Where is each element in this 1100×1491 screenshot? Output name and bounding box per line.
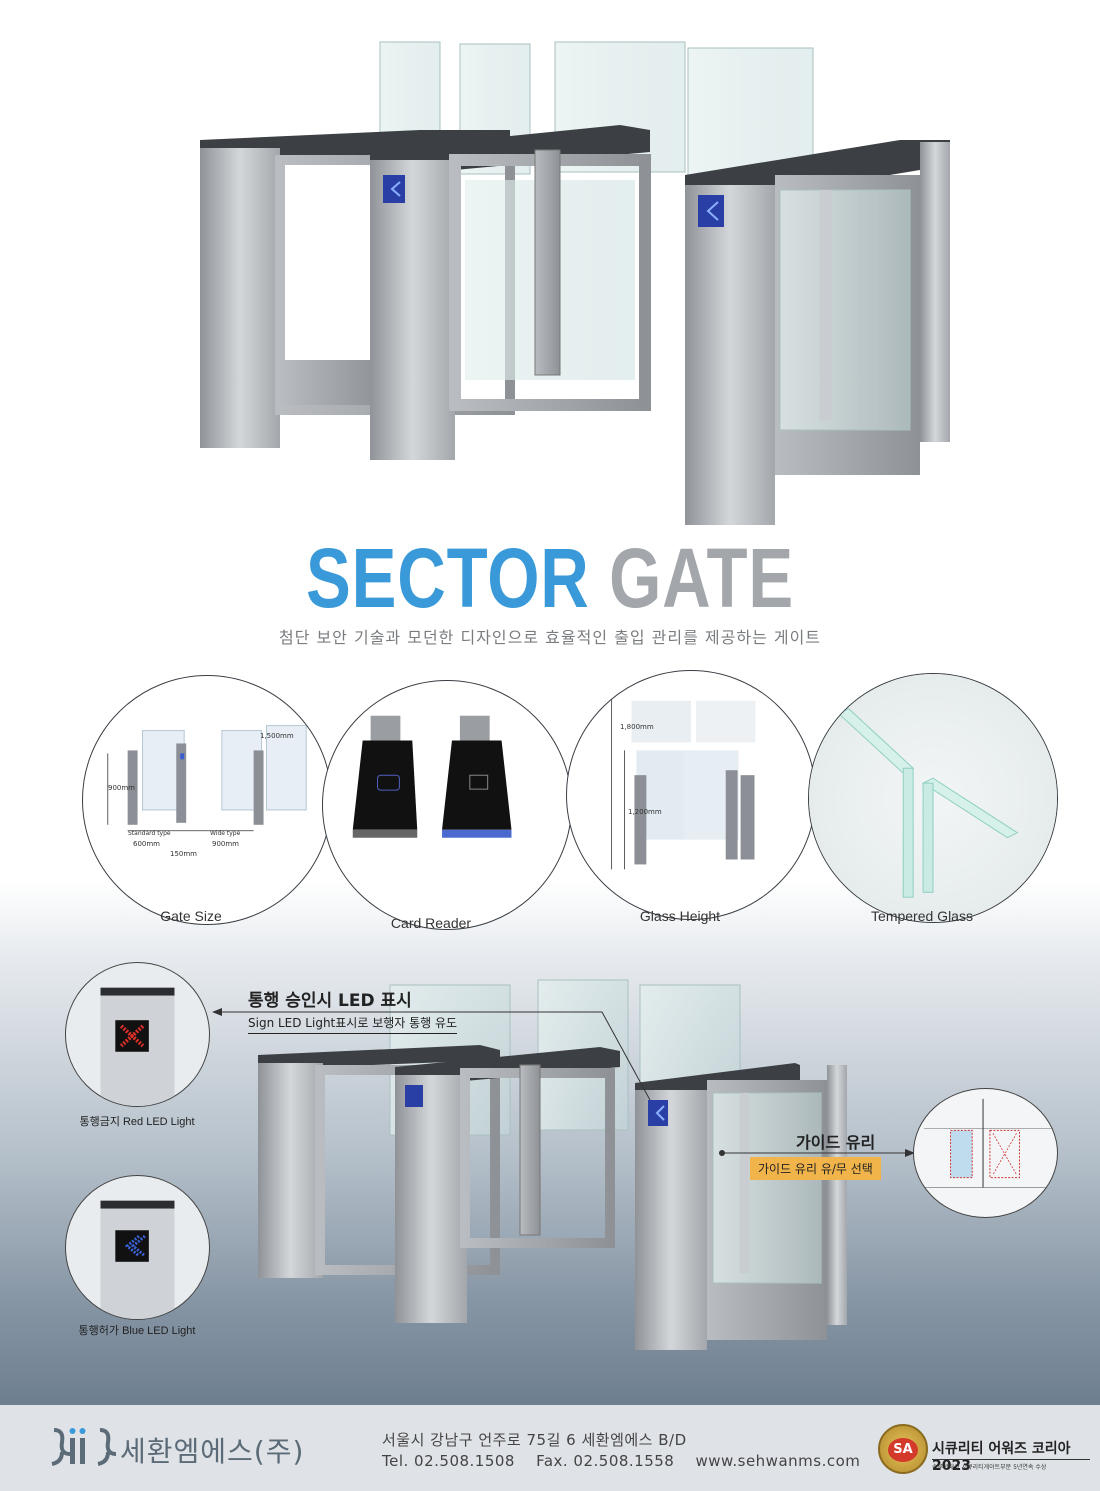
company-contact: Tel. 02.508.1508 Fax. 02.508.1558 www.se… xyxy=(382,1452,860,1470)
blue-led-image xyxy=(65,1175,210,1320)
award-subtitle: 솔루션대상 시큐리티게이트부문 5년연속 수상 xyxy=(932,1459,1090,1471)
standard-width-label: 600mm xyxy=(133,840,160,848)
card-reader-image xyxy=(322,680,572,930)
gap-width-label: 150mm xyxy=(170,850,197,858)
led-callout-title: 통행 승인시 LED 표시 xyxy=(248,991,412,1011)
led-callout-subtitle: Sign LED Light표시로 보행자 통행 유도 xyxy=(248,1014,458,1034)
award-badge-text: SA xyxy=(888,1437,918,1462)
gate-size-caption: Gate Size xyxy=(160,908,222,924)
title-sector: SECTOR xyxy=(306,531,590,625)
company-name: 세환엠에스(주) xyxy=(120,1435,305,1468)
sector-gate-hero-image xyxy=(200,41,950,525)
company-tel: Tel. 02.508.1508 xyxy=(382,1452,515,1470)
company-fax: Fax. 02.508.1558 xyxy=(536,1452,675,1470)
blue-led-caption: 통행허가 Blue LED Light xyxy=(78,1325,196,1337)
tempered-glass-caption: Tempered Glass xyxy=(871,908,973,924)
glass-width-label: 1,500mm xyxy=(260,732,294,740)
product-title: SECTOR GATE xyxy=(110,528,990,628)
guide-glass-tag: 가이드 유리 유/무 선택 xyxy=(750,1157,881,1180)
glass-height-image xyxy=(566,670,816,920)
company-logo-icon xyxy=(51,1428,116,1466)
gate-height-label: 900mm xyxy=(108,784,135,792)
red-led-image xyxy=(65,962,210,1107)
tempered-glass-image xyxy=(808,673,1058,923)
award-badge-icon: SA xyxy=(878,1424,928,1474)
wide-width-label: 900mm xyxy=(212,840,239,848)
standard-type-label: Standard type xyxy=(128,830,171,837)
company-address: 서울시 강남구 언주로 75길 6 세환엠에스 B/D xyxy=(382,1431,687,1449)
product-subtitle: 첨단 보안 기술과 모던한 디자인으로 효율적인 출입 관리를 제공하는 게이트 xyxy=(278,628,822,647)
guide-glass-diagram xyxy=(913,1088,1058,1218)
gate-size-image xyxy=(82,675,332,925)
red-led-caption: 통행금지 Red LED Light xyxy=(79,1116,195,1128)
short-glass-label: 1,200mm xyxy=(628,808,662,816)
card-reader-caption: Card Reader xyxy=(390,915,472,931)
wide-type-label: Wide type xyxy=(210,830,241,837)
award-title: 시큐리티 어워즈 코리아 2023 xyxy=(932,1441,1071,1474)
guide-glass-title: 가이드 유리 xyxy=(796,1133,876,1152)
glass-height-caption: Glass Height xyxy=(639,908,721,924)
tall-glass-label: 1,800mm xyxy=(620,723,654,731)
title-gate: GATE xyxy=(609,531,794,625)
company-website[interactable]: www.sehwanms.com xyxy=(695,1452,861,1470)
